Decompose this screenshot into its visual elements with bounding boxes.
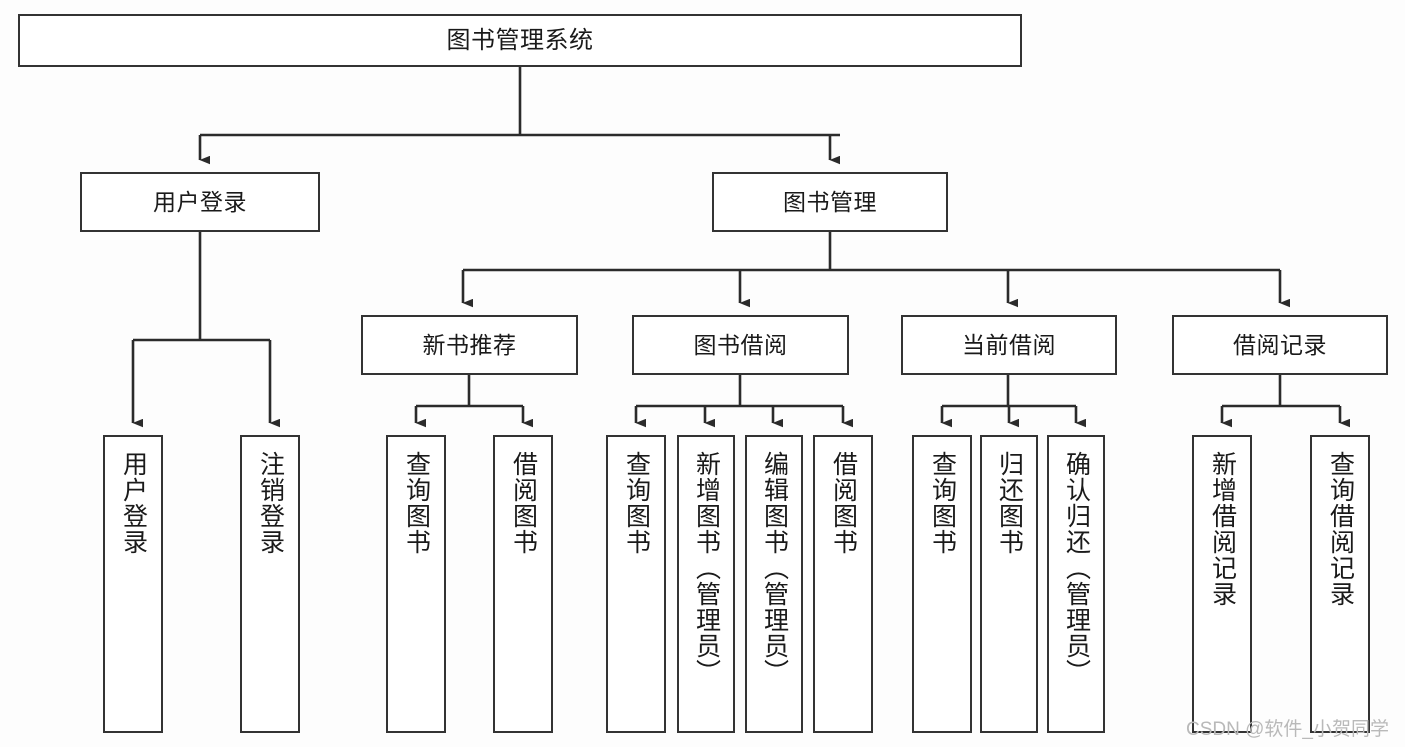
node-current-borrow[interactable]: 当前借阅 <box>901 315 1117 375</box>
node-leaf-confirm-return[interactable]: 确认归还（管理员） <box>1047 435 1105 733</box>
node-leaf-add-book[interactable]: 新增图书（管理员） <box>677 435 735 733</box>
node-leaf-query-book-2-label: 查询图书 <box>622 451 651 555</box>
node-book-borrow[interactable]: 图书借阅 <box>632 315 849 375</box>
node-leaf-edit-book[interactable]: 编辑图书（管理员） <box>745 435 803 733</box>
node-leaf-add-book-label: 新增图书（管理员） <box>692 451 721 685</box>
node-leaf-logout-login[interactable]: 注销登录 <box>240 435 300 733</box>
node-leaf-return-book-label: 归还图书 <box>995 451 1024 555</box>
node-leaf-query-book-1-label: 查询图书 <box>402 451 431 555</box>
node-book-manage[interactable]: 图书管理 <box>712 172 948 232</box>
node-leaf-query-book-3[interactable]: 查询图书 <box>912 435 972 733</box>
node-user-login-label: 用户登录 <box>153 188 247 215</box>
node-book-manage-label: 图书管理 <box>783 188 877 215</box>
node-leaf-confirm-return-label: 确认归还（管理员） <box>1062 451 1091 685</box>
node-leaf-query-record[interactable]: 查询借阅记录 <box>1310 435 1370 733</box>
node-root-label: 图书管理系统 <box>446 26 594 54</box>
node-book-borrow-label: 图书借阅 <box>693 331 788 358</box>
node-leaf-return-book[interactable]: 归还图书 <box>980 435 1038 733</box>
node-leaf-user-login-label: 用户登录 <box>119 451 148 555</box>
node-borrow-record-label: 借阅记录 <box>1233 331 1327 358</box>
node-leaf-query-book-3-label: 查询图书 <box>928 451 957 555</box>
csdn-watermark: CSDN @软件_小贺同学 <box>1186 719 1389 740</box>
node-leaf-borrow-book-1-label: 借阅图书 <box>509 451 538 555</box>
node-new-book-recommend-label: 新书推荐 <box>422 331 517 358</box>
node-leaf-borrow-book-2[interactable]: 借阅图书 <box>813 435 873 733</box>
node-current-borrow-label: 当前借阅 <box>962 331 1056 358</box>
node-leaf-user-login[interactable]: 用户登录 <box>103 435 163 733</box>
node-leaf-add-record-label: 新增借阅记录 <box>1208 451 1237 607</box>
node-root-book-management-system[interactable]: 图书管理系统 <box>18 14 1022 67</box>
node-leaf-query-record-label: 查询借阅记录 <box>1326 451 1355 607</box>
node-leaf-query-book-1[interactable]: 查询图书 <box>386 435 446 733</box>
node-leaf-edit-book-label: 编辑图书（管理员） <box>760 451 789 685</box>
node-leaf-query-book-2[interactable]: 查询图书 <box>606 435 666 733</box>
node-new-book-recommend[interactable]: 新书推荐 <box>361 315 578 375</box>
node-leaf-logout-login-label: 注销登录 <box>256 451 285 555</box>
node-borrow-record[interactable]: 借阅记录 <box>1172 315 1388 375</box>
node-leaf-add-record[interactable]: 新增借阅记录 <box>1192 435 1252 733</box>
node-leaf-borrow-book-1[interactable]: 借阅图书 <box>493 435 553 733</box>
node-leaf-borrow-book-2-label: 借阅图书 <box>829 451 858 555</box>
node-user-login[interactable]: 用户登录 <box>80 172 320 232</box>
